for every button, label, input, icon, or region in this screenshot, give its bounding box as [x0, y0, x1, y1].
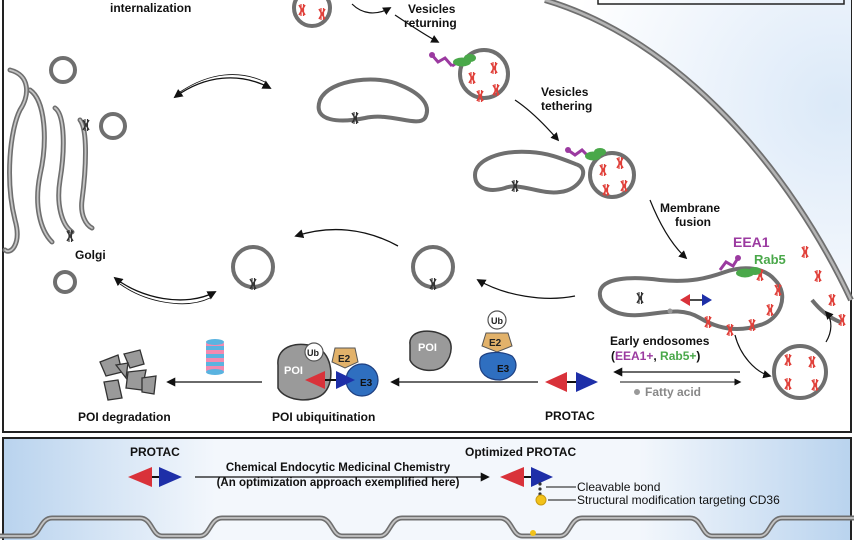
membrane-fusion-label: Membrane: [660, 201, 720, 215]
recycling-vesicle: [231, 245, 275, 291]
vesicles-returning-label: Vesicles: [408, 2, 456, 16]
cemc-subtitle: (An optimization approach exemplified he…: [217, 477, 460, 489]
internalized-vesicle: [292, 0, 332, 28]
tubular-vesicle: [316, 77, 429, 125]
fatty-acid-label: Fatty acid: [645, 385, 701, 399]
early-endosomes-markers: (EEA1+, Rab5+): [611, 349, 700, 363]
arrow-recycle-2: [294, 228, 399, 247]
bottom-protac-molecule: [128, 467, 182, 487]
cell-interior: [545, 0, 851, 300]
early-endosome: [597, 255, 785, 337]
recycling-vesicle: [411, 245, 455, 291]
legend-box: [597, 0, 845, 5]
golgi-label: Golgi: [75, 248, 106, 262]
svg-text:POI: POI: [284, 365, 303, 377]
svg-text:E3: E3: [360, 378, 373, 389]
svg-text:E2: E2: [338, 354, 351, 365]
e3-ligase: Ub E2 E3: [479, 310, 517, 381]
svg-text:Ub: Ub: [491, 316, 503, 326]
svg-text:E2: E2: [489, 338, 502, 349]
arrow-fusion: [649, 199, 688, 260]
svg-text:POI: POI: [418, 342, 437, 354]
arrow-recycle-1: [476, 279, 576, 299]
ubiquitination-complex: POI Ub E2 E3: [277, 342, 379, 401]
cemc-title: Chemical Endocytic Medicinal Chemistry: [226, 462, 451, 474]
eea1-label: EEA1: [733, 234, 770, 250]
cleavable-bond-label: Cleavable bond: [577, 480, 660, 494]
poi-fragments: [99, 349, 157, 401]
bottom-protac-label: PROTAC: [130, 445, 180, 459]
structural-modification-label: Structural modification targeting CD36: [577, 493, 780, 507]
poi-degradation-label: POI degradation: [78, 410, 171, 424]
golgi-exchange-arrow-bottom: [113, 276, 217, 301]
tethering-vesicle: [565, 147, 636, 199]
arrow-endosome-to-bud: [734, 334, 772, 379]
optimized-protac-molecule: [500, 467, 553, 506]
proteasome: [206, 339, 224, 375]
rab5-label: Rab5: [754, 252, 786, 267]
golgi-vesicle: [49, 56, 127, 294]
protac-label: PROTAC: [545, 409, 595, 423]
internalization-label: internalization: [110, 1, 191, 15]
arrow-returning: [394, 14, 440, 43]
tethering-endosome: [472, 149, 586, 195]
returning-vesicle: [429, 48, 510, 103]
early-endosomes-label: Early endosomes: [610, 334, 710, 348]
arrow-tethering: [514, 99, 560, 142]
bottom-panel-frame: [2, 437, 852, 545]
fatty-acid-dot: [634, 389, 640, 395]
svg-text:E3: E3: [497, 364, 510, 375]
arrow-bud-to-membrane: [824, 310, 834, 343]
budding-vesicle: [772, 298, 841, 400]
golgi-exchange-arrow-top: [173, 77, 272, 99]
poi-ubiquitination-label: POI ubiquitination: [272, 410, 375, 424]
optimized-protac-label: Optimized PROTAC: [465, 445, 576, 459]
protac-molecule: [545, 372, 598, 392]
vesicles-returning-label-2: returning: [404, 16, 457, 30]
membrane-fusion-label-2: fusion: [675, 215, 711, 229]
membrane-modification-marker: [530, 530, 536, 536]
svg-text:Ub: Ub: [307, 348, 319, 358]
vesicles-tethering-label-2: tethering: [541, 99, 592, 113]
vesicles-tethering-label: Vesicles: [541, 85, 589, 99]
poi-protein: POI: [409, 330, 452, 372]
